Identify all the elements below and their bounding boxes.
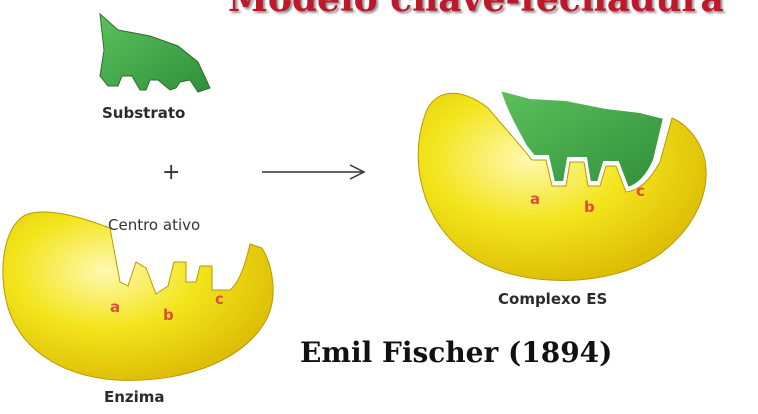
complex-site-c-label: c — [636, 182, 645, 200]
site-b-label: b — [163, 306, 174, 324]
complex-site-a-label: a — [530, 190, 540, 208]
enzyme-shape — [3, 212, 273, 380]
reaction-arrow — [262, 165, 364, 179]
complex-label: Complexo ES — [498, 290, 607, 308]
substrate-shape — [100, 14, 210, 92]
site-a-label: a — [110, 298, 120, 316]
complex-site-b-label: b — [584, 198, 595, 216]
plus-sign: + — [162, 160, 180, 185]
substrate-label: Substrato — [102, 104, 185, 122]
site-c-label: c — [215, 290, 224, 308]
active-site-label: Centro ativo — [108, 216, 200, 234]
author-citation: Emil Fischer (1894) — [300, 336, 612, 369]
enzyme-label: Enzima — [104, 388, 165, 406]
